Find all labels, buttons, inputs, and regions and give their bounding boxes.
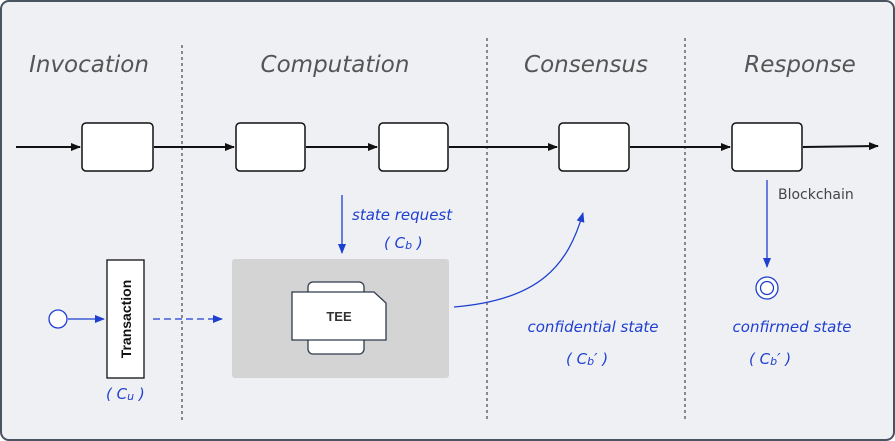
tee-card bbox=[291, 291, 387, 341]
block-2 bbox=[235, 122, 306, 172]
transaction-label: Transaction bbox=[118, 280, 134, 359]
phase-computation: Computation bbox=[261, 52, 410, 78]
transaction-box bbox=[106, 259, 145, 379]
confidential-state-arrow bbox=[453, 212, 585, 308]
phase-response: Response bbox=[744, 52, 856, 78]
cbp-label: ( Cb′ ) bbox=[566, 350, 608, 368]
blockchain-label: Blockchain bbox=[778, 187, 854, 203]
state-request-label: state request bbox=[352, 206, 453, 224]
cu-label: ( Cu ) bbox=[106, 385, 145, 403]
chain-arrow-out bbox=[802, 142, 879, 151]
block-4 bbox=[558, 122, 630, 172]
block-5 bbox=[731, 122, 803, 172]
tee-label: TEE bbox=[326, 309, 352, 324]
block-1 bbox=[81, 122, 154, 172]
confidential-state-label: confidential state bbox=[527, 318, 658, 336]
confirmed-state-label: confirmed state bbox=[733, 318, 852, 336]
block-3 bbox=[378, 122, 449, 172]
cb-label: ( Cb ) bbox=[384, 234, 423, 252]
end-node-inner bbox=[759, 280, 775, 296]
phase-invocation: Invocation bbox=[29, 52, 149, 78]
phase-consensus: Consensus bbox=[524, 52, 648, 78]
cbp2-label: ( Cb′ ) bbox=[749, 350, 791, 368]
start-node bbox=[48, 309, 68, 329]
